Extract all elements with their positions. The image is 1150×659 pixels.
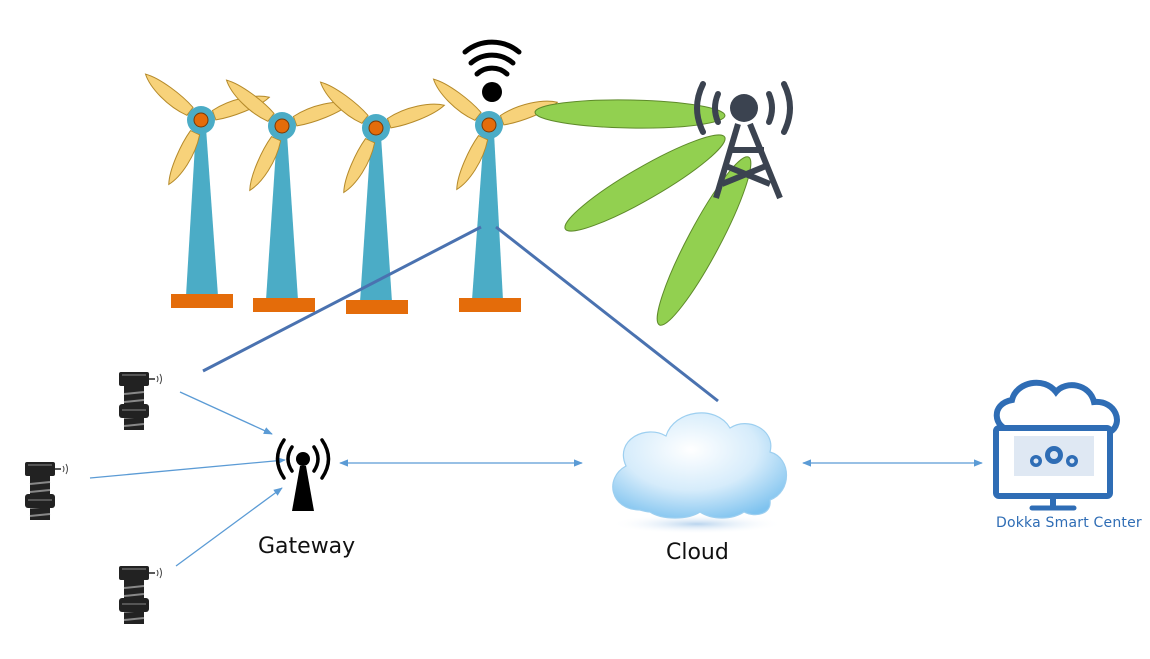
radio-beams <box>534 99 752 326</box>
wifi-signal-icon <box>462 39 522 102</box>
monitor-gears-icon <box>993 379 1120 511</box>
smart-bolt-2 <box>24 461 69 521</box>
smart-bolt-icon <box>24 371 163 625</box>
zoom-connector-lines <box>202 225 719 403</box>
bolt-to-gateway-arrows <box>89 391 286 567</box>
smart-center-label: Dokka Smart Center <box>996 515 1142 531</box>
cloud-label: Cloud <box>666 540 729 565</box>
radio-tower-icon <box>694 81 793 200</box>
wind-turbine-icon <box>139 69 560 314</box>
wind-turbine-4 <box>427 74 560 312</box>
gateway-label: Gateway <box>258 534 356 559</box>
wind-turbine-2 <box>220 75 353 312</box>
wind-turbine-1 <box>139 69 272 308</box>
wind-turbine-3 <box>314 77 447 314</box>
smart-bolt-3 <box>118 565 163 625</box>
gateway-antenna-icon <box>275 438 331 511</box>
smart-bolt-1 <box>118 371 163 431</box>
cloud-icon <box>611 412 787 534</box>
